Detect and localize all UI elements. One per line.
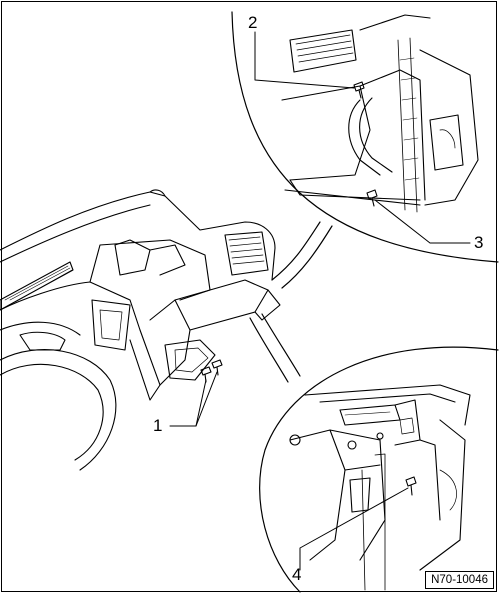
callout-4: 4 bbox=[292, 565, 302, 584]
figure-code-label: N70-10046 bbox=[425, 571, 494, 589]
detail-view-upper bbox=[231, 11, 499, 289]
detail-view-lower bbox=[249, 313, 499, 593]
callout-leaders bbox=[169, 31, 471, 571]
dashboard-assembly bbox=[0, 189, 281, 471]
callout-3: 3 bbox=[474, 233, 484, 252]
callout-1: 1 bbox=[153, 416, 163, 435]
callout-2: 2 bbox=[248, 13, 258, 32]
